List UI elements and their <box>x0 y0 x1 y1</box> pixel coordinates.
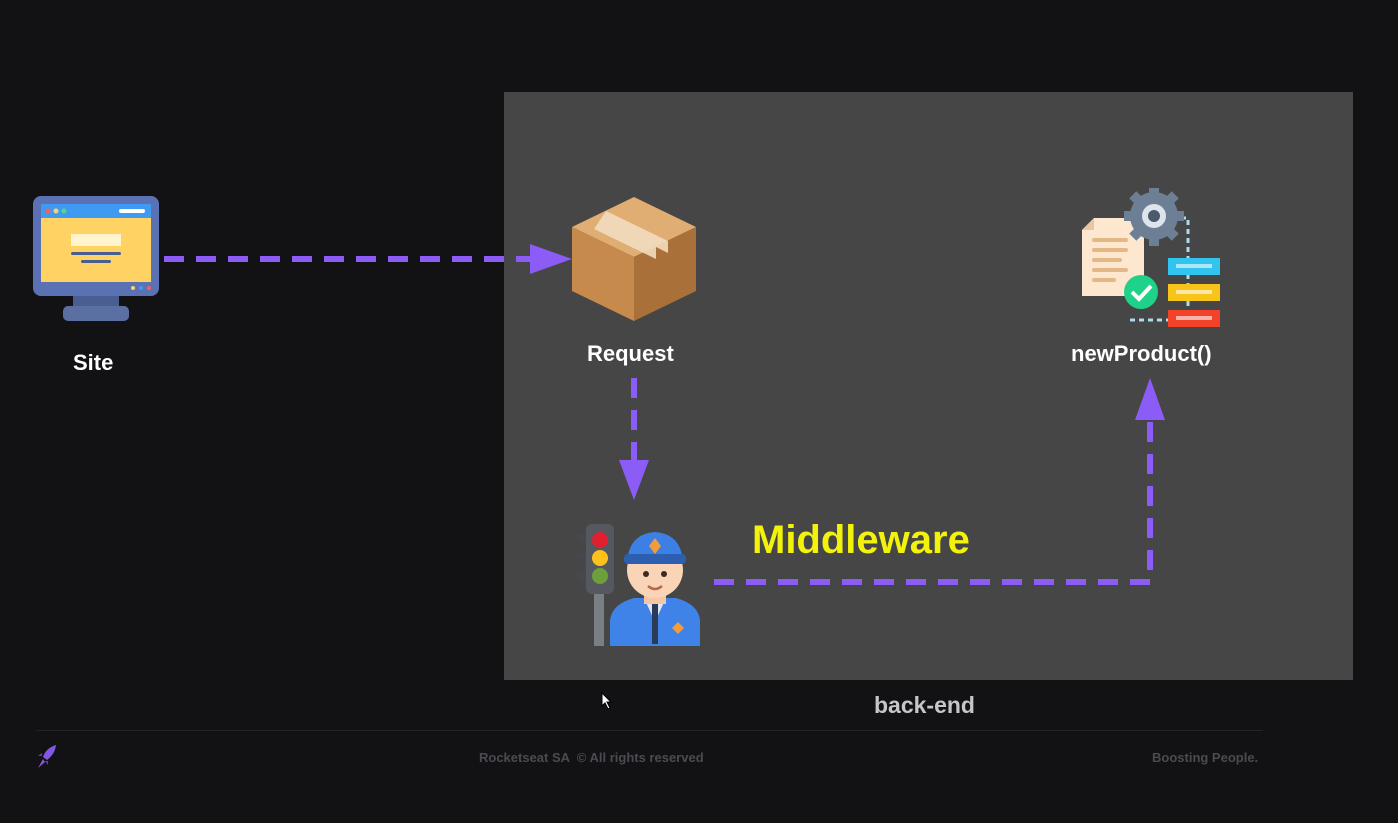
arrowhead-request <box>530 244 572 274</box>
package-box-icon <box>572 197 696 321</box>
footer-tagline: Boosting People. <box>1152 750 1259 765</box>
arrowhead-newproduct <box>1135 378 1165 420</box>
traffic-police-officer-icon <box>574 524 700 646</box>
footer-brand: Rocketseat SA © All rights reserved <box>479 750 704 765</box>
request-label: Request <box>587 341 674 366</box>
mouse-cursor-icon <box>601 692 613 710</box>
rocket-logo-icon <box>38 745 56 768</box>
arrow-middleware-to-newproduct <box>714 420 1153 585</box>
arrowhead-middleware <box>619 460 649 500</box>
backend-label: back-end <box>874 692 975 718</box>
footer-divider <box>36 730 1263 731</box>
monitor-icon <box>33 196 159 321</box>
middleware-label: Middleware <box>752 518 970 562</box>
newproduct-label: newProduct() <box>1071 341 1212 366</box>
document-gear-flow-icon <box>1082 188 1220 327</box>
site-label: Site <box>73 350 114 375</box>
